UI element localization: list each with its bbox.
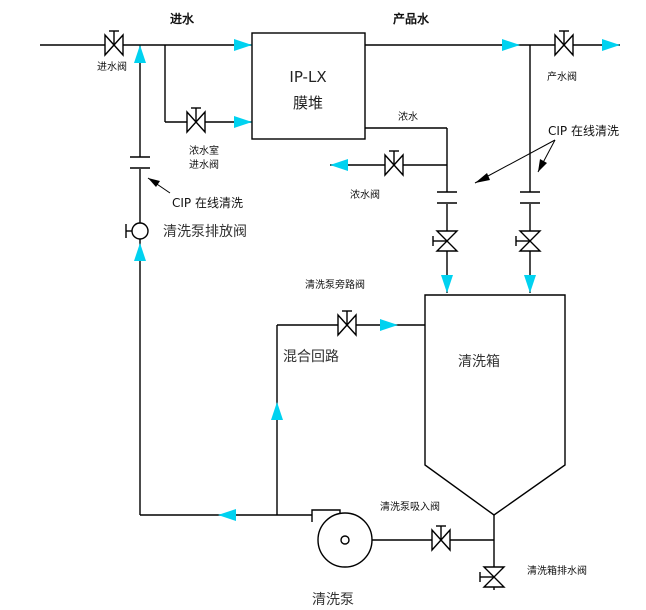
inlet-valve-icon[interactable]: [104, 30, 124, 57]
concentrate-valve-label: 浓水阀: [350, 188, 380, 201]
cleaning-pump: [311, 509, 373, 568]
flow-arrow-icon: [218, 509, 236, 521]
tank-drain-valve-icon[interactable]: [479, 566, 506, 588]
concentrate-water-label: 浓水: [398, 111, 418, 123]
product-water-label: 产品水: [393, 11, 430, 26]
cip-right-callout-leader: [474, 139, 556, 184]
flow-arrow-icon: [524, 275, 536, 293]
flow-arrow-icon: [134, 45, 146, 63]
product-valve-label: 产水阀: [547, 70, 577, 83]
product-valve-icon[interactable]: [554, 30, 574, 57]
mixing-loop-label: 混合回路: [283, 349, 339, 365]
concentrate-inlet-valve-label-line1: 浓水室: [189, 144, 219, 157]
pump-drain-valve-icon[interactable]: [125, 222, 149, 240]
cip-tank-left-connector-icon: [437, 191, 457, 204]
cip-left-valve-icon[interactable]: [432, 230, 459, 252]
cip-tank-right-connector-icon: [520, 191, 540, 204]
pump-drain-valve-label: 清洗泵排放阀: [163, 224, 247, 240]
cip-right-label: CIP 在线清洗: [548, 124, 619, 138]
inlet-valve-label: 进水阀: [97, 60, 127, 73]
cleaning-tank-label: 清洗箱: [458, 354, 500, 370]
flow-arrows: [134, 39, 620, 521]
cip-left-connector-icon: [130, 156, 150, 169]
inlet-water-label: 进水: [170, 11, 195, 26]
pump-bypass-valve-icon[interactable]: [337, 310, 357, 337]
flow-arrow-icon: [602, 39, 620, 51]
flow-arrow-icon: [502, 39, 520, 51]
cleaning-pump-label: 清洗泵: [312, 592, 354, 608]
stack-title: IP-LX: [289, 68, 326, 86]
concentrate-valve-icon[interactable]: [384, 150, 404, 177]
pump-suction-valve-label: 清洗泵吸入阀: [380, 500, 440, 513]
membrane-stack: IP-LX 膜堆: [251, 32, 366, 140]
flow-arrow-icon: [134, 243, 146, 261]
flow-arrow-icon: [380, 319, 398, 331]
pump-suction-valve-icon[interactable]: [431, 525, 451, 552]
tank-drain-valve-label: 清洗箱排水阀: [527, 564, 587, 577]
cip-left-callout-leader: [147, 177, 171, 194]
stack-subtitle: 膜堆: [293, 94, 323, 112]
pump-bypass-valve-label: 清洗泵旁路阀: [305, 278, 365, 291]
cleaning-tank: [424, 294, 566, 516]
flow-arrow-icon: [234, 116, 252, 128]
flow-arrow-icon: [271, 402, 283, 420]
flow-arrow-icon: [330, 159, 348, 171]
concentrate-inlet-valve-label-line2: 进水阀: [189, 158, 219, 171]
cip-left-label: CIP 在线清洗: [172, 196, 243, 210]
cip-right-valve-icon[interactable]: [515, 230, 542, 252]
flow-arrow-icon: [441, 275, 453, 293]
flow-arrow-icon: [234, 39, 252, 51]
concentrate-inlet-valve-icon[interactable]: [186, 107, 206, 134]
